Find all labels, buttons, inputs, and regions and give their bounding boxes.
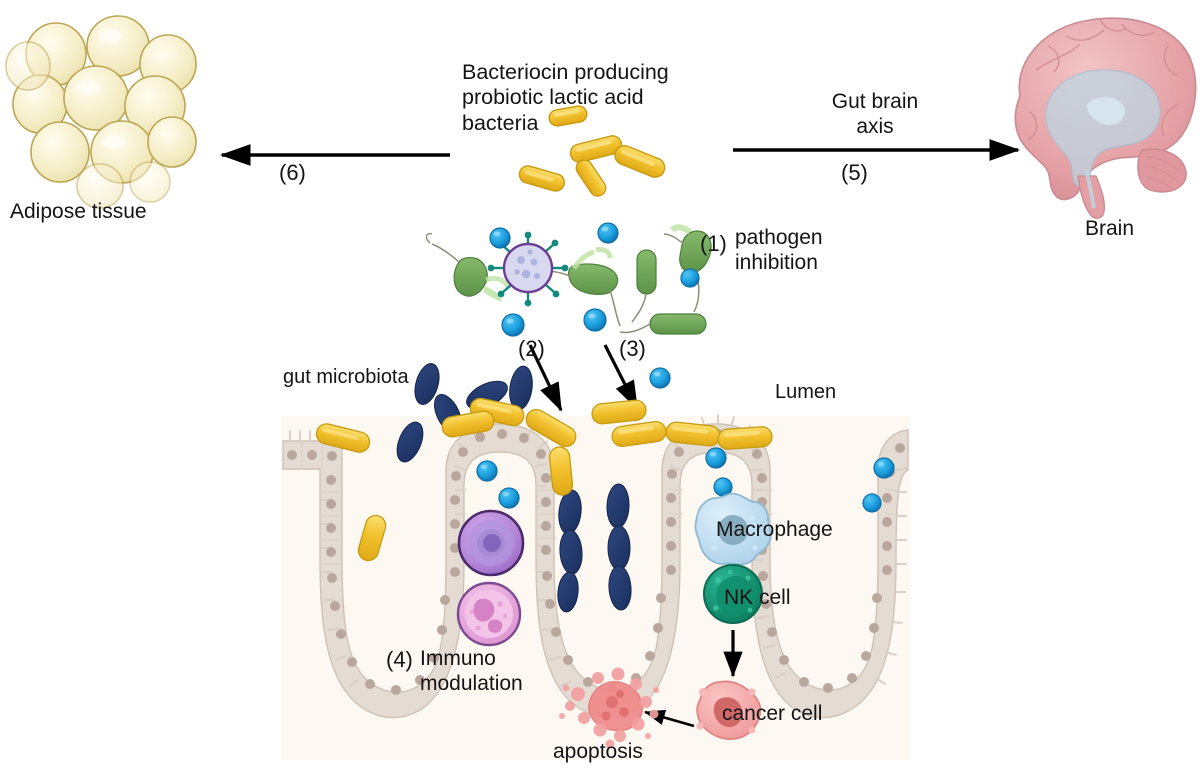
macrophage-cell <box>694 492 772 566</box>
granulocyte-cell <box>456 581 522 647</box>
nk-cell <box>703 564 763 624</box>
step-label-1: (1) <box>700 231 727 256</box>
label-macrophage: Macrophage <box>716 518 833 541</box>
lymphocyte-cell <box>457 509 525 577</box>
probiotic-bacteria-cluster <box>518 105 666 197</box>
label-pathogen-inhibition: pathogen inhibition <box>735 226 823 274</box>
step-label-6: (6) <box>279 160 306 185</box>
arrow-step-3 <box>603 344 639 410</box>
label-cancer-cell: cancer cell <box>722 702 823 725</box>
label-immuno-modulation: Immuno modulation <box>420 647 523 695</box>
label-nk-cell: NK cell <box>724 586 791 609</box>
gut-microbiota-bacteria <box>396 363 632 613</box>
pathogen-bacteria <box>425 224 712 335</box>
label-gut-brain-axis: Gut brain axis <box>831 90 919 138</box>
step-label-4: (4) <box>386 647 413 672</box>
label-adipose-tissue: Adipose tissue <box>10 200 147 223</box>
step-label-5: (5) <box>841 160 868 185</box>
label-gut-microbiota: gut microbiota <box>283 366 409 388</box>
pathogen-inhibition-zone <box>425 222 712 389</box>
label-lumen: Lumen <box>775 381 837 403</box>
step-label-3: (3) <box>619 336 646 361</box>
intestinal-epithelium <box>282 414 909 719</box>
virus-particle <box>487 231 569 307</box>
apoptosis-cell <box>559 667 659 749</box>
step-label-2: (2) <box>518 336 545 361</box>
label-apoptosis: apoptosis <box>553 740 643 763</box>
epithelial-nuclei <box>287 429 905 695</box>
adipose-tissue-illustration <box>5 15 197 209</box>
cancer-cell <box>696 680 762 740</box>
brain-illustration <box>1014 17 1197 219</box>
label-brain: Brain <box>1085 217 1135 240</box>
page-title: Bacteriocin producing probiotic lactic a… <box>462 60 669 135</box>
arrow-step-2 <box>528 344 563 412</box>
